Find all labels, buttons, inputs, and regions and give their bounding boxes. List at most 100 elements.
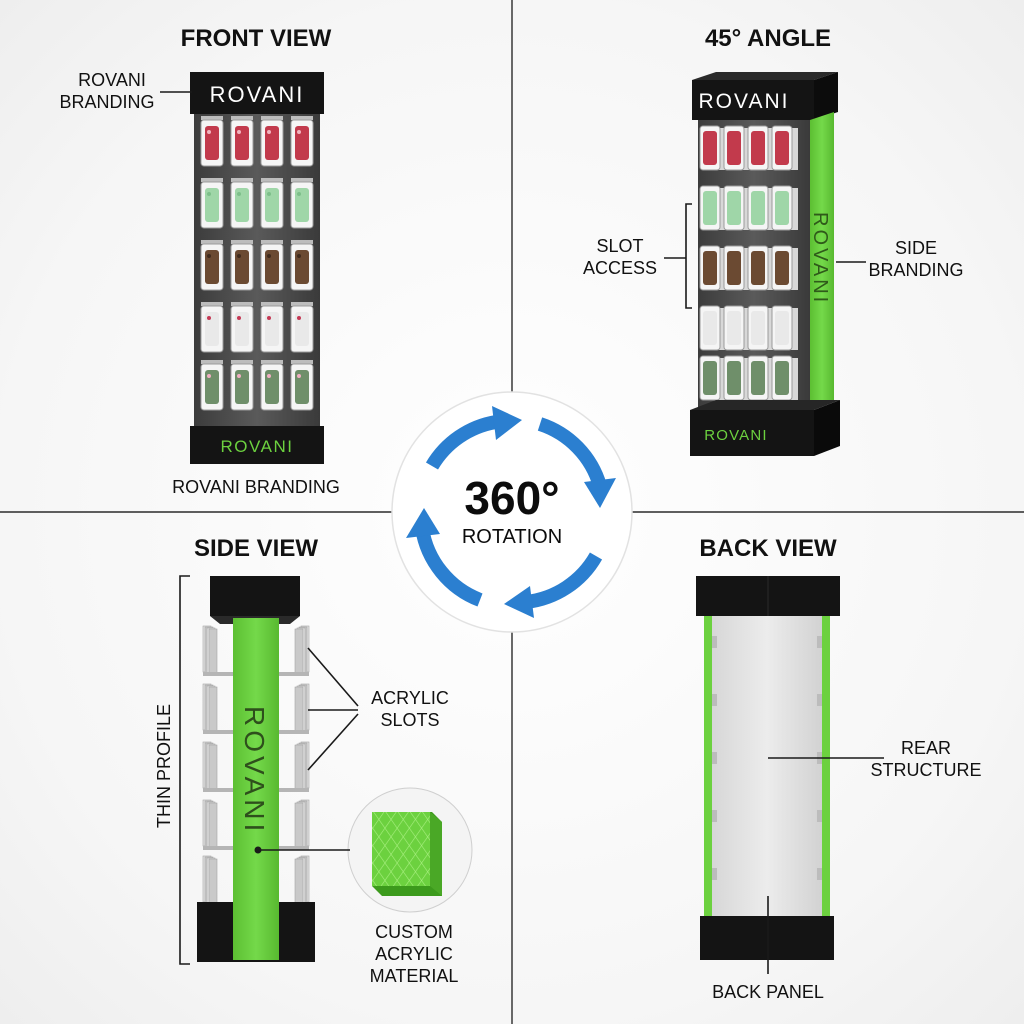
front-phone-case: [205, 370, 219, 404]
front-hook: [261, 240, 283, 244]
front-case-camera: [267, 316, 271, 320]
angle-side-label-1: SIDE: [895, 238, 937, 258]
rotation-arc-4: [415, 526, 483, 607]
angle-phone-case: [775, 191, 789, 225]
back-clip-tab-right: [817, 868, 822, 880]
front-hook: [231, 116, 253, 120]
back-clip-tab-right: [817, 810, 822, 822]
back-clip-tab-right: [817, 694, 822, 706]
angle-slot-edge: [790, 128, 798, 170]
side-slots-leader-3: [307, 713, 359, 771]
rotation-label: ROTATION: [462, 526, 562, 548]
angle-phone-case: [727, 131, 741, 165]
angle-slot-edge: [766, 248, 774, 290]
angle-slot-bracket: [685, 203, 692, 309]
front-phone-case: [205, 126, 219, 160]
angle-phone-case: [775, 311, 789, 345]
angle-slot-edge: [790, 248, 798, 290]
front-phone-case: [265, 126, 279, 160]
front-phone-case: [265, 370, 279, 404]
front-case-camera: [267, 192, 271, 196]
side-view: SIDE VIEW ROVANI THIN PROFILE ACRYLIC SL…: [154, 535, 473, 986]
angle-slot-edge: [742, 308, 750, 350]
angle-slot-edge: [766, 188, 774, 230]
front-hook: [291, 240, 313, 244]
side-slot-shelf: [203, 730, 233, 734]
side-material-dot: [254, 846, 262, 854]
side-base-strip: [233, 902, 279, 960]
angle-phone-case: [775, 131, 789, 165]
front-phone-case: [235, 370, 249, 404]
front-hook: [201, 360, 223, 364]
side-slot-stacks: [202, 625, 310, 906]
front-phone-case: [205, 188, 219, 222]
back-clip-tab-right: [817, 636, 822, 648]
angle-phone-case: [727, 251, 741, 285]
back-clip-tab-left: [712, 868, 717, 880]
angle-header-side: [814, 72, 838, 120]
side-header: [210, 576, 300, 616]
angle-phone-case: [703, 251, 717, 285]
side-acrylic-slot: [294, 628, 304, 676]
side-profile-bracket: [179, 575, 190, 965]
front-phone-case: [295, 370, 309, 404]
angle-phone-case: [703, 311, 717, 345]
rotation-arrowheads: [406, 406, 616, 618]
back-clip-tab-left: [712, 636, 717, 648]
front-phone-case: [235, 312, 249, 346]
rotation-arrows: [415, 415, 607, 609]
front-case-camera: [267, 254, 271, 258]
front-base-brand: ROVANI: [221, 437, 294, 456]
side-acrylic-slot: [208, 858, 218, 906]
side-material-swatch: [372, 812, 442, 896]
angle-slot-edge: [790, 188, 798, 230]
front-hook: [231, 178, 253, 182]
angle-header-front: [692, 80, 814, 120]
side-material-label-3: MATERIAL: [370, 966, 459, 986]
back-view: BACK VIEW REAR STRUCTURE BACK PANEL: [696, 535, 982, 1002]
angle-slot-label-1: SLOT: [596, 236, 643, 256]
angle-header-brand: ROVANI: [699, 90, 790, 113]
arrowhead-4: [406, 508, 440, 538]
front-case-camera: [237, 374, 241, 378]
side-acrylic-slot: [294, 744, 304, 792]
back-clip-tab-left: [712, 694, 717, 706]
rotation-badge: 360° ROTATION: [391, 391, 633, 633]
side-slots-label-2: SLOTS: [380, 710, 439, 730]
front-phone-case: [205, 312, 219, 346]
side-slot-shelf: [279, 672, 309, 676]
front-phone-case: [205, 250, 219, 284]
angle-phone-case: [703, 361, 717, 395]
angle-phone-case: [751, 191, 765, 225]
front-case-camera: [207, 254, 211, 258]
side-slots-label-1: ACRYLIC: [371, 688, 449, 708]
arrowhead-3: [504, 586, 534, 618]
front-header: [190, 72, 324, 114]
front-hook: [231, 360, 253, 364]
front-hook: [261, 302, 283, 306]
angle-slot-edge: [718, 248, 726, 290]
angle-phone-case: [703, 191, 717, 225]
angle-side-brand: ROVANI: [809, 212, 831, 305]
front-phone-case: [295, 250, 309, 284]
front-hook: [201, 240, 223, 244]
front-phone-case: [235, 188, 249, 222]
front-view: FRONT VIEW ROVANI ROVANI ROVANI BRANDING…: [59, 25, 339, 497]
side-acrylic-slot: [294, 686, 304, 734]
angle-phone-case: [727, 311, 741, 345]
front-hook: [231, 302, 253, 306]
side-strip-brand: ROVANI: [239, 706, 270, 835]
angle-view: 45° ANGLE ROVANI ROVANI ROVANI SLOT ACCE…: [583, 25, 964, 456]
angle-base-front: [690, 410, 814, 456]
arrowhead-2: [584, 478, 616, 508]
back-rear-label-1: REAR: [901, 738, 951, 758]
back-clip-tab-left: [712, 752, 717, 764]
angle-phone-case: [751, 251, 765, 285]
front-case-camera: [237, 316, 241, 320]
side-slot-shelf: [203, 788, 233, 792]
front-case-camera: [237, 192, 241, 196]
angle-slot-edge: [766, 358, 774, 400]
front-case-camera: [207, 130, 211, 134]
